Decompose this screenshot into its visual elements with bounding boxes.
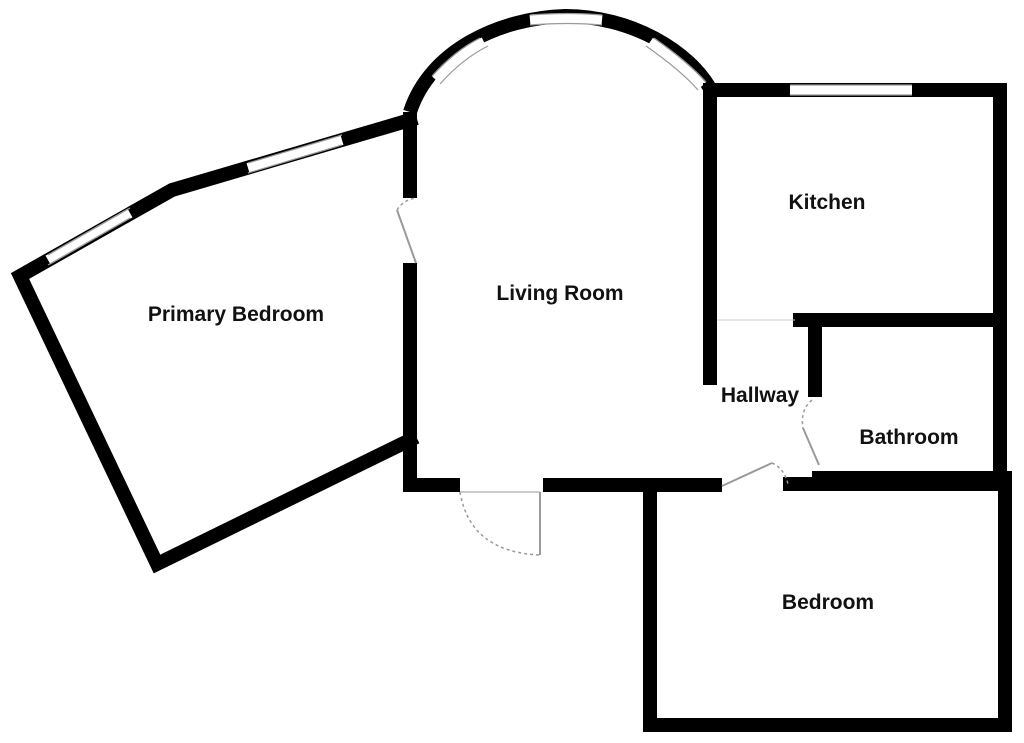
- entrance-door: [459, 491, 541, 556]
- window-line: [47, 207, 131, 256]
- bathroom-door: [801, 399, 820, 466]
- window-line: [247, 134, 343, 164]
- kitchen-window: [790, 84, 912, 96]
- window: [45, 208, 133, 265]
- primary-bedroom-windows: [45, 134, 344, 266]
- bedroom-door: [721, 462, 789, 487]
- bay-window-wall: [403, 8, 719, 115]
- room-label-bathroom: Bathroom: [859, 426, 958, 449]
- room-label-kitchen: Kitchen: [788, 191, 865, 214]
- window-line: [47, 217, 131, 266]
- room-label-hallway: Hallway: [721, 384, 800, 407]
- window-line: [247, 144, 343, 174]
- bedroom-walls: [643, 471, 1012, 732]
- window: [246, 135, 344, 173]
- room-label-bedroom: Bedroom: [782, 591, 874, 614]
- room-label-living-room: Living Room: [496, 282, 623, 305]
- door-primary-bedroom: [396, 197, 417, 264]
- living-room-walls: [403, 92, 722, 492]
- room-label-primary-bedroom: Primary Bedroom: [148, 303, 324, 326]
